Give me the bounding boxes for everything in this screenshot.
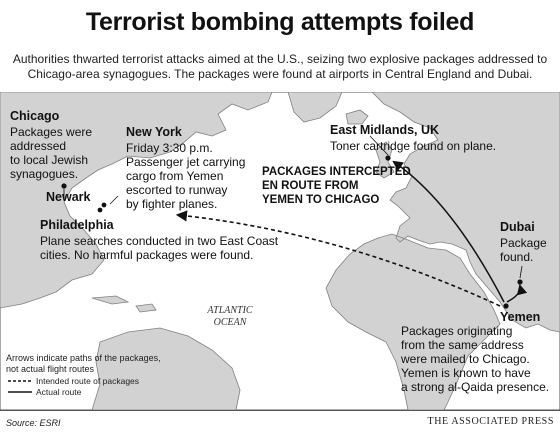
legend-intended-label: Intended route of packages (36, 376, 140, 386)
legend-actual-label: Actual route (36, 387, 82, 397)
chicago-note-4: synagogues. (10, 167, 79, 181)
philadelphia-note-1: Plane searches conducted in two East Coa… (40, 234, 279, 248)
dubai-leader-line (519, 265, 523, 279)
ocean-label-1: ATLANTIC (207, 305, 253, 316)
intercepted-callout-3: YEMEN TO CHICAGO (262, 194, 380, 206)
chicago-note-1: Packages were (10, 125, 93, 139)
agency-credit: THE ASSOCIATED PRESS (427, 416, 554, 427)
chicago-note-3: to local Jewish (10, 153, 89, 167)
headline: Terrorist bombing attempts foiled (85, 8, 475, 36)
land-greenland (287, 92, 343, 123)
yemen-note-4: Yemen is known to have (401, 366, 531, 380)
actual-route-to-dubai-arrow (506, 283, 528, 303)
east-midlands-leader-line (369, 135, 389, 156)
chicago-note-2: addressed (10, 139, 67, 153)
east-midlands-label: East Midlands, UK (330, 123, 440, 137)
new-york-note-4: escorted to runway (126, 183, 228, 197)
intercepted-callout-1: PACKAGES INTERCEPTED (262, 166, 411, 178)
legend-note: Arrows indicate paths of the packages, n… (6, 353, 161, 375)
land-south-america (91, 327, 241, 410)
yemen-label: Yemen (500, 310, 541, 324)
map (0, 92, 560, 410)
land-caribbean (91, 295, 157, 313)
footer-rule (0, 410, 560, 411)
deck-text: Authorities thwarted terrorist attacks a… (12, 52, 548, 81)
philadelphia-note-2: cities. No harmful packages were found. (40, 248, 254, 262)
newark-marker (101, 202, 107, 208)
source-credit: Source: ESRI (6, 418, 61, 428)
newark-label: Newark (46, 190, 91, 204)
new-york-note-1: Friday 3:30 p.m. (126, 141, 213, 155)
intercepted-callout-2: EN ROUTE FROM (262, 180, 359, 192)
land-north-america (0, 92, 273, 309)
legend-actual: Actual route (36, 387, 81, 397)
yemen-note-1: Packages originating (401, 324, 513, 338)
philadelphia-marker (97, 207, 103, 213)
yemen-note-3: were mailed to Chicago. (401, 352, 530, 366)
yemen-note-2: from the same address (401, 338, 524, 352)
dubai-note-1: Package (500, 236, 547, 250)
new-york-note-3: cargo from Yemen (126, 169, 224, 183)
new-york-label: New York (126, 125, 182, 139)
newyork-leader-line (109, 195, 119, 205)
dubai-label: Dubai (500, 220, 535, 234)
dubai-note-2: found. (500, 250, 534, 264)
land-iceland (345, 109, 369, 125)
new-york-note-2: Passenger jet carrying (126, 155, 246, 169)
land-eurasia-africa (325, 92, 560, 410)
chicago-label: Chicago (10, 109, 60, 123)
philadelphia-label: Philadelphia (40, 218, 114, 232)
legend-note-line-1: Arrows indicate paths of the packages, (6, 353, 161, 363)
land-british-isles (375, 141, 395, 179)
legend-note-line-2: not actual flight routes (6, 364, 95, 374)
new-york-note-5: by fighter planes. (126, 197, 218, 211)
chicago-marker (61, 183, 67, 189)
dubai-marker (517, 279, 523, 285)
yemen-note-5: a strong al-Qaida presence. (401, 380, 550, 394)
legend-intended: Intended route of packages (36, 376, 139, 386)
actual-route-to-uk-arrow (392, 160, 505, 303)
east-midlands-marker (385, 155, 391, 161)
ocean-label-2: OCEAN (213, 317, 247, 328)
intended-route-arrow (175, 210, 501, 307)
yemen-marker (503, 303, 509, 309)
east-midlands-note: Toner cartridge found on plane. (330, 139, 497, 153)
